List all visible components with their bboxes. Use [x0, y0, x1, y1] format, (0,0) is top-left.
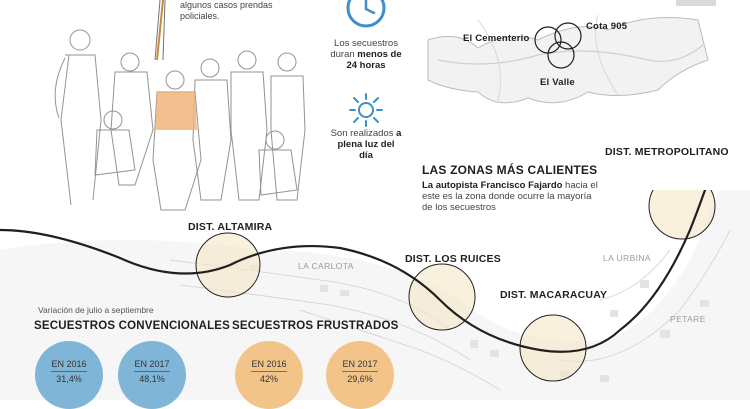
duration-emph: menos de 24 horas [346, 49, 402, 71]
district-label-macaracuay: DIST. MACARACUAY [500, 289, 608, 301]
stat-value: 48,1% [139, 374, 165, 384]
stat-value: 42% [259, 374, 278, 384]
daylight-text: Son realizados [330, 128, 394, 139]
inset-label-el-valle: El Valle [540, 77, 575, 88]
district-label-los-ruices: DIST. LOS RUICES [405, 253, 501, 265]
stat-circle-frus-2017: EN 2017 29,6% [326, 341, 394, 409]
inset-label-cota-905: Cota 905 [586, 21, 628, 32]
daylight-fact: Son realizados a plena luz del día [330, 128, 402, 161]
variation-label: Variación de julio a septiembre [38, 305, 154, 315]
hot-zones-title: LAS ZONAS MÁS CALIENTES [422, 163, 598, 177]
group-illustration [54, 0, 306, 211]
stat-year: EN 2016 [251, 359, 287, 369]
stat-year: EN 2017 [342, 359, 378, 369]
clock-icon [346, 0, 386, 28]
inset-label-el-cementerio: El Cementerio [463, 33, 530, 44]
inset-map [418, 0, 718, 125]
stat-divider [51, 371, 87, 372]
stat-title-convencionales: SECUESTROS CONVENCIONALES [34, 320, 231, 332]
stat-divider [134, 371, 170, 372]
stat-circle-frus-2016: EN 2016 42% [235, 341, 303, 409]
district-label-altamira: DIST. ALTAMIRA [188, 221, 273, 233]
top-note: algunos casos prendas policiales. [180, 0, 273, 21]
daylight-emph: a plena luz del día [337, 128, 402, 161]
stat-circle-conv-2017: EN 2017 48,1% [118, 341, 186, 409]
hot-zones-body: La autopista Francisco Fajardo hacia el … [422, 180, 602, 213]
stat-circle-conv-2016: EN 2016 31,4% [35, 341, 103, 409]
stat-divider [251, 371, 287, 372]
place-label-la-urbina: LA URBINA [603, 253, 652, 263]
stat-value: 29,6% [347, 374, 373, 384]
hot-zones-rest: hacia el este es la zona donde ocurre la… [422, 180, 598, 213]
district-label-metropolitano: DIST. METROPOLITANO [605, 146, 729, 158]
place-label-la-carlota: LA CARLOTA [298, 261, 354, 271]
stat-divider [342, 371, 378, 372]
sun-icon [349, 93, 383, 127]
place-label-petare: PETARE [670, 314, 706, 324]
duration-fact: Los secuestros duran menos de 24 horas [330, 38, 402, 71]
stat-title-frustrados: SECUESTROS FRUSTRADOS [232, 320, 399, 332]
main-map [0, 190, 750, 400]
duration-text: Los secuestros duran [330, 38, 398, 60]
stat-year: EN 2017 [134, 359, 170, 369]
stat-value: 31,4% [56, 374, 82, 384]
hot-zones-emph: La autopista Francisco Fajardo [422, 180, 563, 191]
stat-year: EN 2016 [51, 359, 87, 369]
